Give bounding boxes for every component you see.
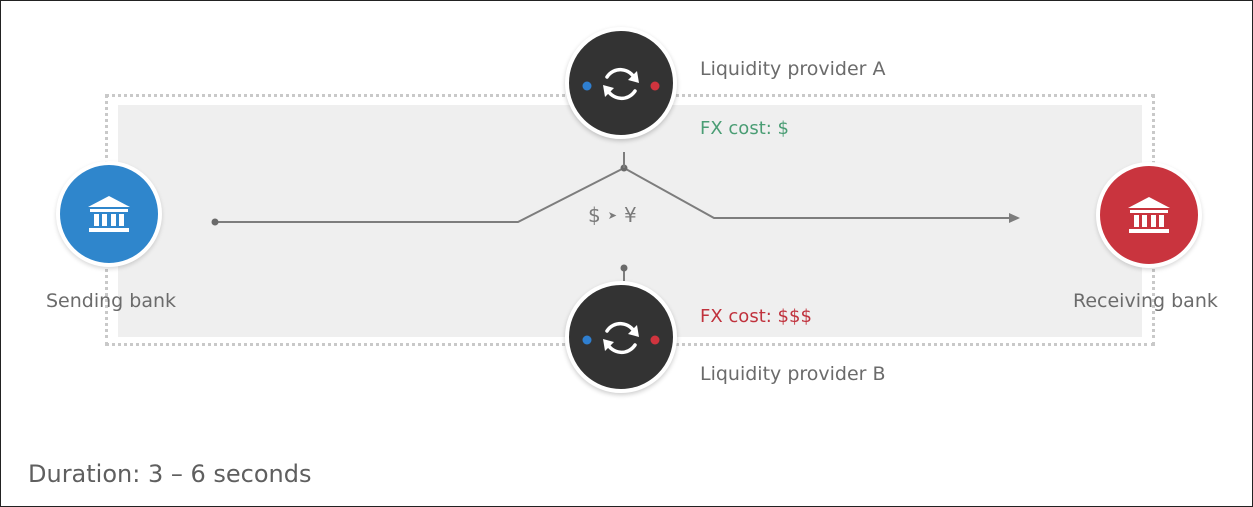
liquidity-provider-a-label: Liquidity provider A [700, 58, 886, 80]
duration-text: Duration: 3 – 6 seconds [28, 460, 312, 488]
receiving-bank-label: Receiving bank [1073, 290, 1218, 312]
exchange-icon [582, 321, 660, 355]
route-arrowhead [1009, 213, 1020, 223]
currency-conversion: $ ➤ ¥ [588, 203, 638, 227]
conversion-arrow-icon: ➤ [607, 209, 618, 222]
fx-cost-a-label: FX cost: $ [700, 118, 789, 139]
bank-icon [1128, 197, 1170, 233]
target-currency: ¥ [623, 203, 638, 227]
liquidity-provider-b-node [565, 281, 677, 393]
liquidity-provider-b-label: Liquidity provider B [700, 363, 886, 385]
receiving-bank-node [1096, 162, 1202, 268]
source-currency: $ [588, 203, 602, 227]
fx-cost-b-label: FX cost: $$$ [700, 306, 812, 327]
provider-b-connector-dot [620, 264, 628, 272]
liquidity-provider-a-node [565, 27, 677, 139]
exchange-icon [582, 67, 660, 101]
route-start-dot [211, 218, 219, 226]
sending-bank-label: Sending bank [46, 290, 177, 312]
sending-bank-node [56, 161, 162, 267]
bank-icon [88, 196, 130, 232]
